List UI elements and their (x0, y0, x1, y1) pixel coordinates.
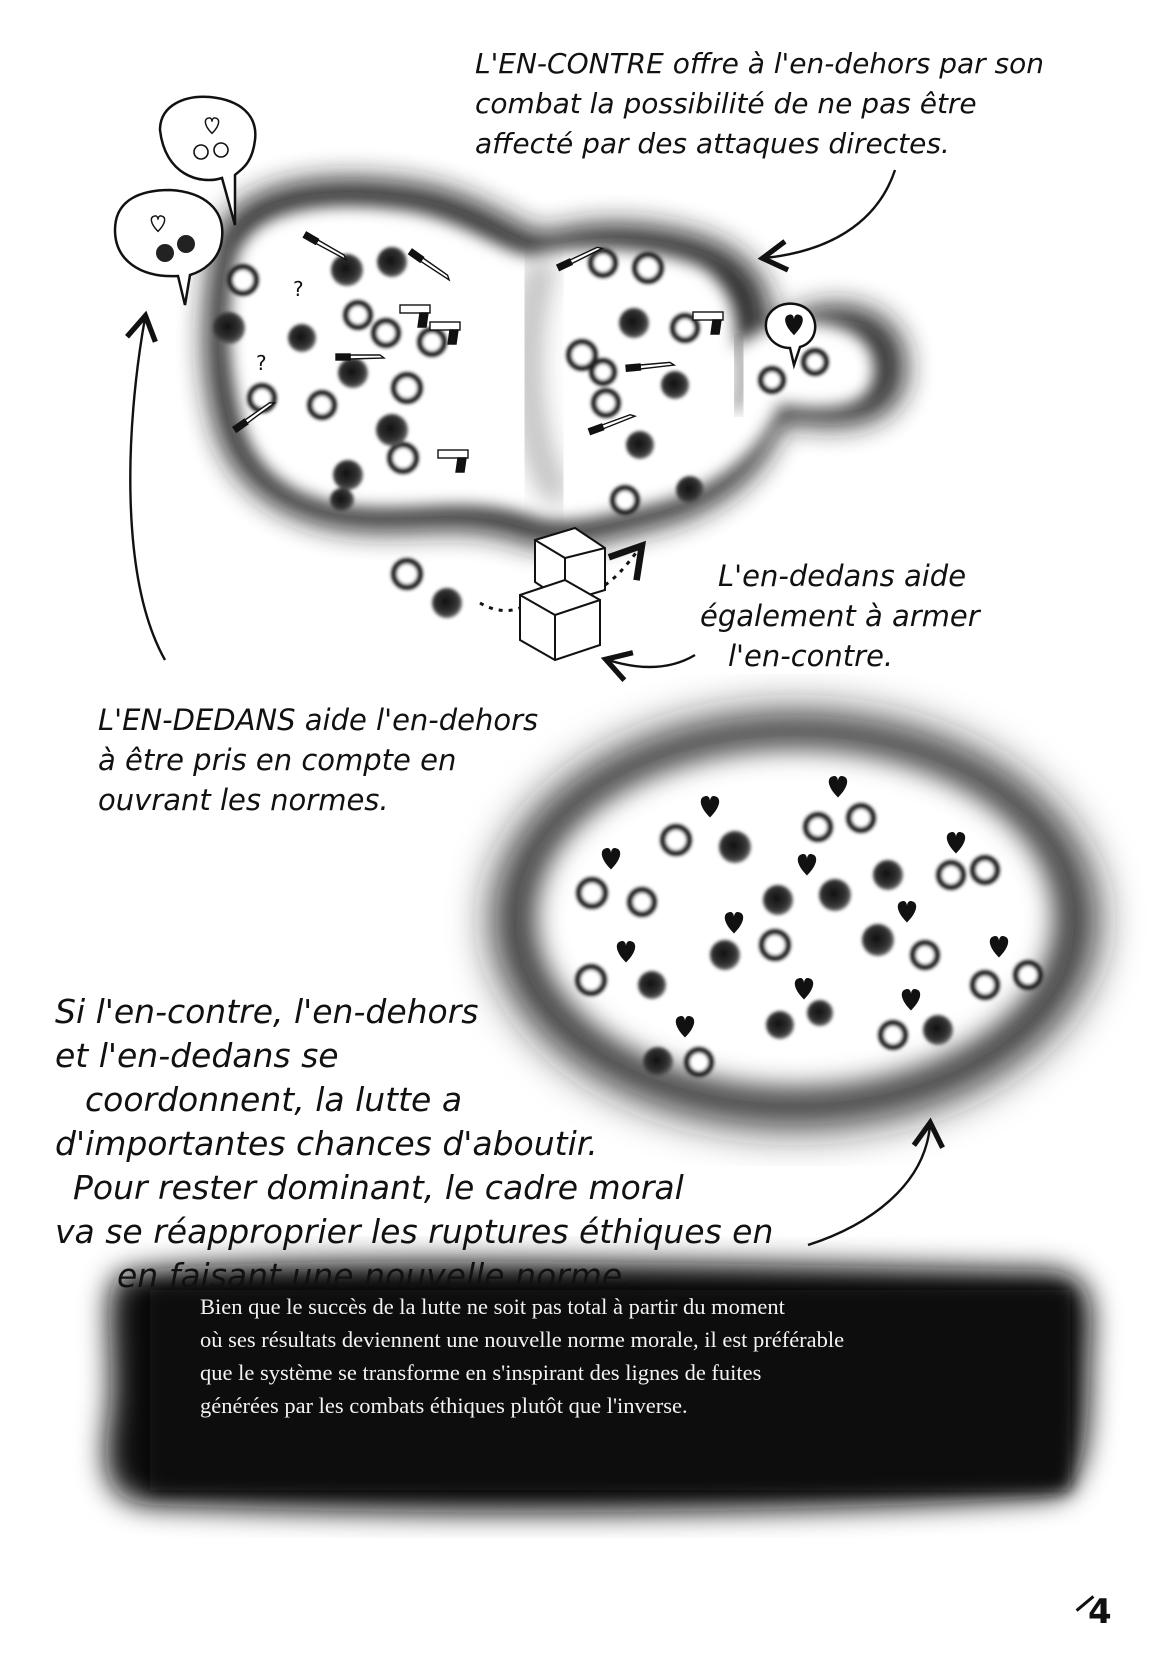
note-line: en faisant une nouvelle norme. (117, 1256, 633, 1295)
caption-line: générées par les combats éthiques plutôt… (200, 1393, 688, 1418)
caption-line: Bien que le succès de la lutte ne soit p… (200, 1294, 785, 1319)
note-line: également à armer (700, 599, 980, 633)
note-line: à être pris en compte en (98, 743, 457, 777)
heart-icon (946, 832, 966, 854)
heart-icon (989, 936, 1009, 958)
knife-icon (625, 361, 677, 372)
caption-patch (105, 1261, 1092, 1513)
hearts-bottom (601, 776, 1009, 1038)
pistol-icon (399, 304, 431, 328)
note-line: Pour rester dominant, le cadre moral (73, 1168, 684, 1207)
speech-bubbles (113, 95, 817, 370)
knife-icon (231, 402, 277, 434)
box-icon (519, 578, 601, 662)
note-line: Si l'en-contre, l'en-dehors (55, 992, 479, 1031)
note-arming: L'en-dedans aide également à armer l'en-… (700, 556, 980, 676)
arrow-icon (125, 310, 167, 661)
note-line: combat la possibilité de ne pas être (475, 87, 977, 120)
note-line: d'importantes chances d'aboutir. (55, 1124, 598, 1163)
note-coordination: Si l'en-contre, l'en-dehors et l'en-deda… (55, 990, 773, 1298)
pistol-icon (429, 321, 461, 345)
arrow-icon (807, 1117, 945, 1247)
heart-icon (797, 854, 817, 876)
note-line: ouvrant les normes. (98, 783, 389, 817)
heart-icon (150, 215, 166, 233)
heart-icon (724, 912, 744, 934)
note-line: L'EN-DEDANS aide l'en-dehors (98, 703, 539, 737)
dots-top (213, 247, 829, 618)
knife-icon (587, 414, 638, 436)
heart-icon (601, 848, 621, 870)
heart-icon (785, 314, 803, 336)
note-line: l'en-contre. (728, 639, 894, 673)
heart-icon (700, 796, 720, 818)
heart-icon (794, 978, 814, 1000)
pistol-icon (692, 311, 724, 335)
question-marks: ? ? (256, 277, 304, 375)
caption-line: que le système se transforme en s'inspir… (200, 1360, 762, 1385)
bubble-contents (150, 117, 803, 336)
heart-icon (901, 989, 921, 1011)
pistols (399, 304, 724, 473)
note-line: L'en-dedans aide (718, 559, 967, 593)
note-line: va se réapproprier les ruptures éthiques… (55, 1212, 774, 1251)
arrow-icon (600, 650, 696, 682)
page-number: 4 (1088, 1592, 1112, 1632)
heart-icon (204, 117, 220, 135)
pistol-icon (437, 449, 469, 473)
note-line: affecté par des attaques directes. (475, 127, 950, 160)
transfer-lines (479, 540, 647, 613)
heart-icon (616, 941, 636, 963)
caption-line: où ses résultats deviennent une nouvelle… (200, 1327, 845, 1352)
note-en-dedans: L'EN-DEDANS aide l'en-dehors à être pris… (98, 700, 538, 820)
heart-icon (897, 901, 917, 923)
arrow-icon (757, 169, 897, 273)
heart-icon (675, 1016, 695, 1038)
note-line: et l'en-dedans se (55, 1036, 339, 1075)
question-mark: ? (293, 277, 304, 301)
note-en-contre: L'EN-CONTRE offre à l'en-dehors par son … (475, 44, 1044, 164)
knife-icon (302, 231, 348, 262)
question-mark: ? (256, 351, 267, 375)
heart-icon (828, 776, 848, 798)
boxes (519, 526, 606, 662)
note-line: L'EN-CONTRE offre à l'en-dehors par son (475, 47, 1044, 80)
knife-icon (555, 246, 605, 272)
arrows (125, 169, 945, 1247)
knife-icon (407, 248, 451, 282)
note-line: coordonnent, la lutte a (85, 1080, 463, 1119)
dots-bottom (575, 803, 1043, 1077)
knife-icon (335, 353, 387, 361)
caption-text: Bien que le succès de la lutte ne soit p… (200, 1290, 1020, 1422)
